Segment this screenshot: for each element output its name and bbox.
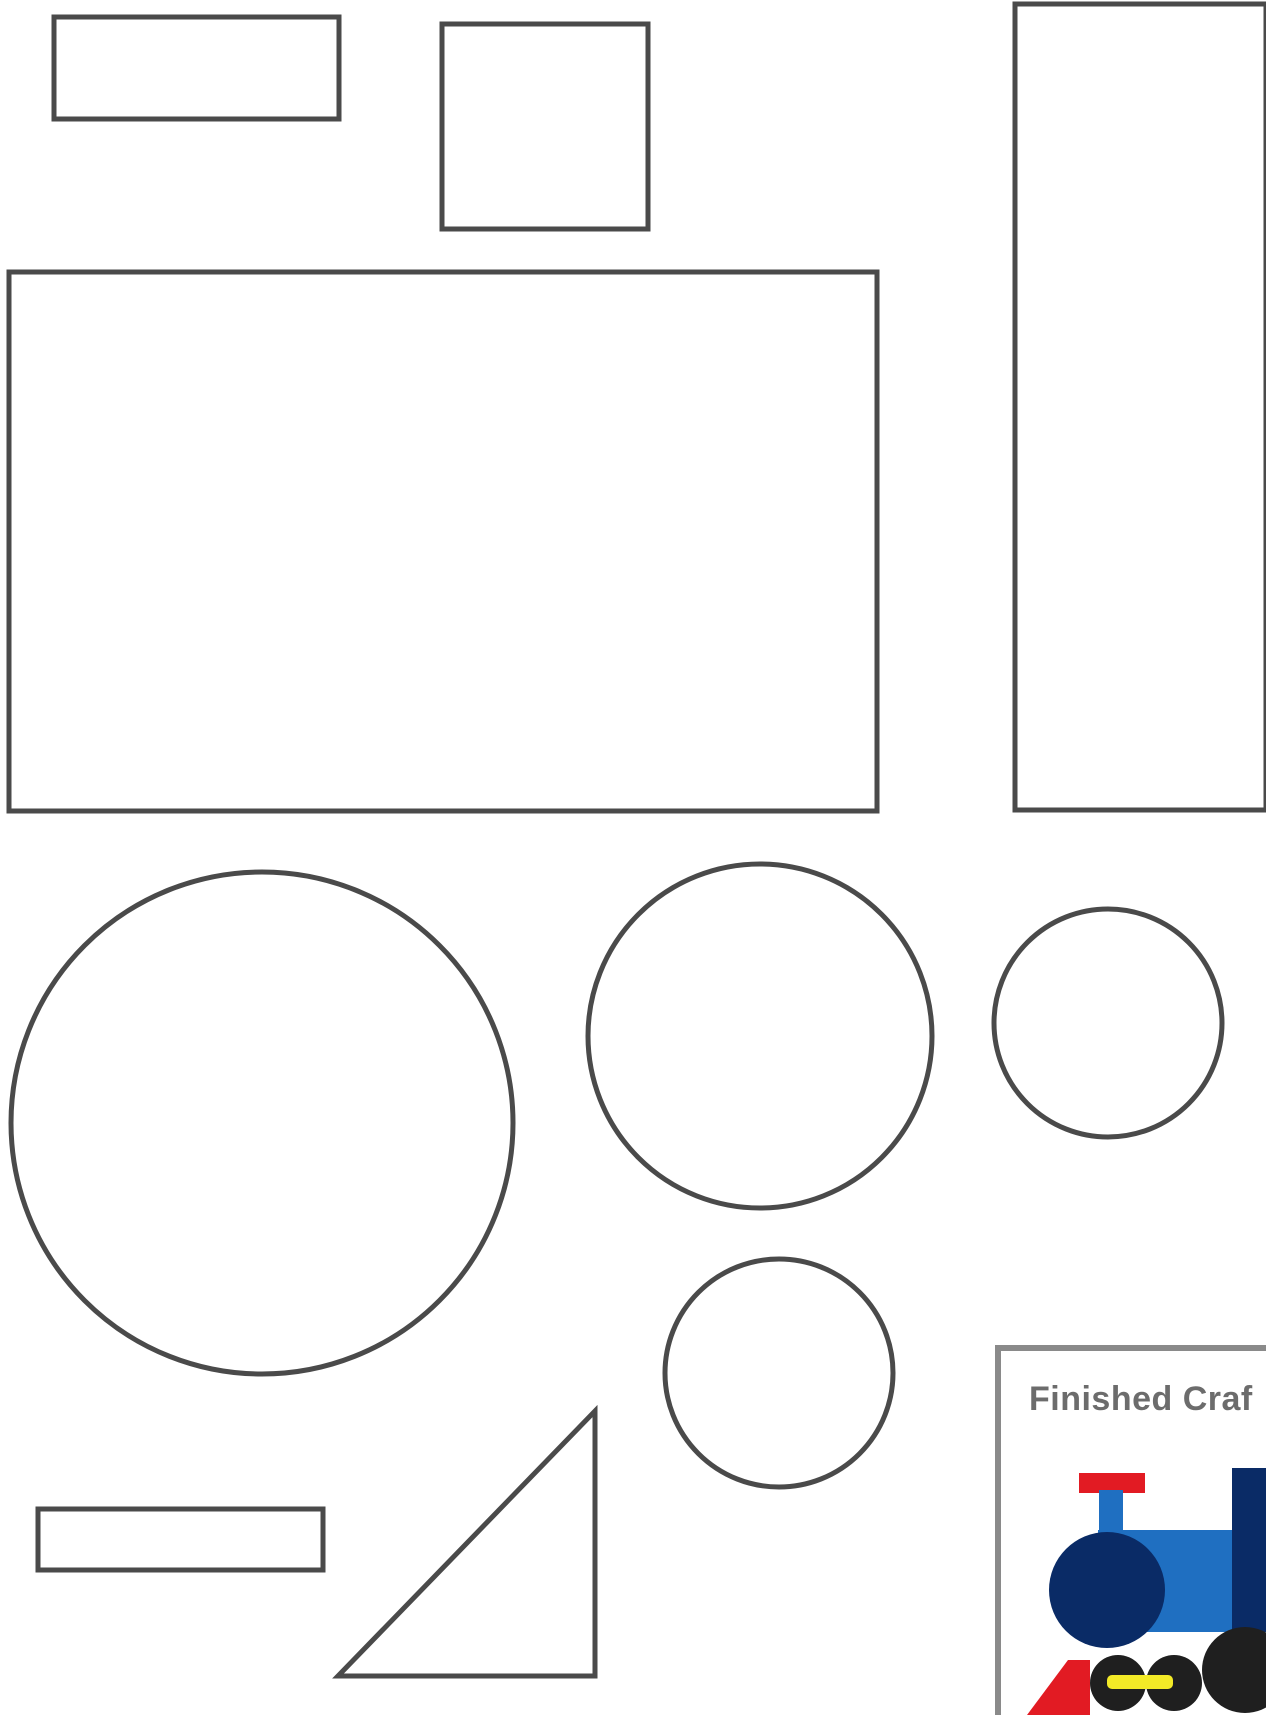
train-boiler [1049, 1532, 1165, 1648]
train-cab [1232, 1468, 1266, 1632]
small-circle-shape [994, 909, 1222, 1137]
small-rectangle-shape [54, 17, 339, 119]
finished-craft-preview: Finished Craf [998, 1348, 1266, 1715]
large-rectangle-shape [9, 272, 877, 811]
medium-circle-shape [588, 864, 932, 1208]
large-circle-shape [11, 872, 513, 1374]
thin-rectangle-shape [38, 1509, 323, 1570]
triangle-shape [338, 1411, 595, 1676]
tall-rectangle-shape [1015, 4, 1266, 810]
preview-title: Finished Craf [1029, 1380, 1253, 1418]
train-coupler [1107, 1675, 1173, 1689]
square-shape [442, 24, 648, 229]
small-circle-shape-2 [665, 1259, 893, 1487]
